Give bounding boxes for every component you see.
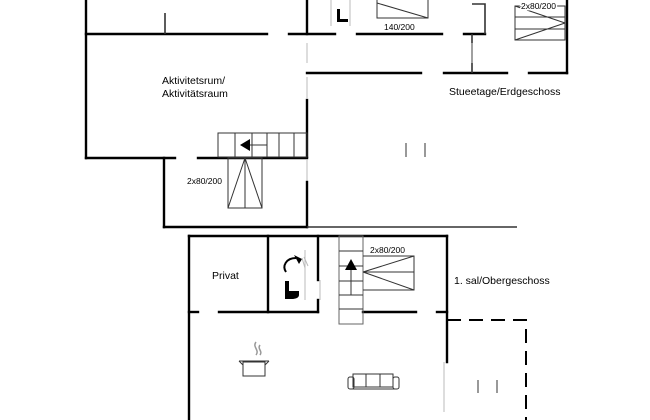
bed-icon <box>376 0 429 19</box>
stairs-arrow-icon <box>240 139 250 151</box>
ground-floor-walls <box>84 0 569 229</box>
bed-size-label: 2x80/200 <box>187 176 222 186</box>
ground-stairs <box>217 132 308 209</box>
floor-title: 1. sal/Obergeschoss <box>454 275 550 287</box>
room-label: Aktivitetsrum/ <box>162 75 225 87</box>
room-label: Aktivitätsraum <box>162 88 228 100</box>
stairs-arrow-icon <box>345 259 357 270</box>
shower-icon <box>283 255 309 273</box>
sofa-icon <box>347 373 400 390</box>
room-label: Privat <box>212 270 239 282</box>
toilet-icon <box>330 0 351 26</box>
bed-size-label: 2x80/200 <box>521 1 556 11</box>
toilet-icon <box>285 250 306 300</box>
first-floor-walls <box>187 234 527 420</box>
bed-size-label: 140/200 <box>384 22 415 32</box>
floor-title: Stueetage/Erdgeschoss <box>449 86 561 98</box>
bed-size-label: 2x80/200 <box>370 245 405 255</box>
bed-icon <box>514 5 566 41</box>
first-stairs <box>338 235 364 325</box>
cooking-pot-icon <box>238 341 270 377</box>
bed-icon <box>362 255 415 291</box>
